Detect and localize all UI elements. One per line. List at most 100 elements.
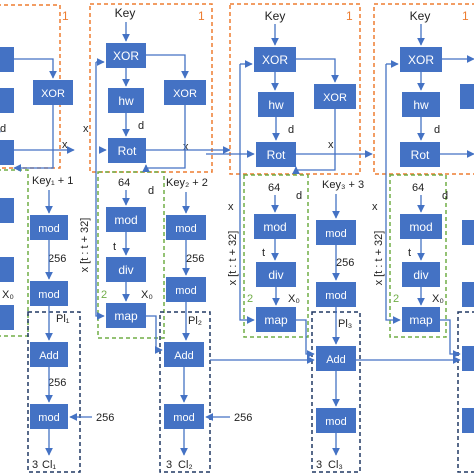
stage3-box [457,311,474,473]
div-block [256,262,296,287]
map-block [402,307,440,332]
add-block-label: Add [174,350,194,362]
mod-block-3-label: mod [325,416,346,428]
n256-label: 256 [336,257,354,269]
div-block [0,257,14,282]
mod-block-3-label: mod [173,412,194,424]
unit-2: 1 Key XOR hw d Rot XOR x x 64 d mod t di… [206,3,373,473]
d-label: d [138,120,144,132]
xor-block-side-label: XOR [173,88,197,100]
map-block [256,307,296,332]
mod-block-2 [30,281,68,306]
mod-block-2-label: mod [175,285,196,297]
map-block-label: map [114,309,138,323]
stage1-number: 1 [198,9,205,23]
d-label-2: d [148,185,154,197]
cl-label: Cl₂ [178,459,193,471]
unit-0: 1 XOR d x X₀ Key₁ + 1 mod 256 mod Pl₁ Ad… [0,4,114,473]
mod-block-2-label: mod [325,290,346,302]
hw-block-label: hw [268,98,284,112]
unit-1: 1 Key XOR hw d Rot XOR x x 64 d mod t di… [8,3,252,473]
rot-block [400,142,440,167]
stage2-number: 2 [393,293,399,305]
stage1-number: 1 [462,9,469,23]
x-label: x [228,201,234,213]
mod-block-a-label: mod [114,213,137,227]
stage2-box [0,169,29,337]
x0-label: X₀ [2,289,14,301]
mod-block-label: mod [38,223,59,235]
x0-label: X₀ [141,289,153,301]
hw-block-label: hw [413,98,429,112]
xor-block [106,43,146,68]
mod-block-3 [316,408,356,433]
stage2-number: 2 [101,289,107,301]
d-label-2: d [442,190,448,202]
xor-block-label: XOR [408,53,434,67]
x-label-2: x [328,139,334,151]
xor-block-side [460,84,474,109]
div-block-label: div [268,268,283,282]
mod-block-a [106,207,146,232]
stage1-number: 1 [62,9,69,23]
x0-label: X₀ [288,293,300,305]
mod-block-2 [462,282,474,307]
x0-label: X₀ [432,293,444,305]
div-block-label: div [413,268,428,282]
mod-block-a-label: mod [263,220,286,234]
x-label: x [83,123,89,135]
xor-block [400,47,442,72]
mod-block-a [400,214,442,239]
n256-label-3: 256 [96,412,114,424]
mod-block [166,215,206,240]
n256-label: 256 [186,253,204,265]
xor-block-side [314,84,356,109]
mod-block-2 [166,277,206,302]
add-block-label: Add [39,350,59,362]
x-label: x [372,201,378,213]
add-block [30,342,68,367]
n64-label: 64 [268,182,280,194]
map-block [106,303,146,328]
xor-block-label: XOR [262,53,288,67]
mod-block [462,220,474,245]
stage3-box [27,311,81,473]
div-block-label: div [118,263,133,277]
div-block [106,257,146,282]
mod-block-label: mod [325,228,346,240]
add-block [462,346,474,371]
stage2-box [389,174,447,338]
hw-block [258,92,294,117]
xor-block [254,47,296,72]
xor-block-label: XOR [113,49,139,63]
stage3-number: 3 [32,459,38,471]
n64-label: 64 [118,177,130,189]
n256-label: 256 [48,253,66,265]
d-label: d [434,124,440,136]
x-window-label: x [t : t + 32] [79,218,91,273]
mod-block [30,215,68,240]
key-plus-label: Key₂ + 2 [166,177,208,189]
key-label: Key [265,9,286,23]
stage3-box [159,311,211,473]
hw-block [402,92,440,117]
rot-block [256,142,296,167]
xor-block-side-label: XOR [323,92,347,104]
rot-block [0,140,14,165]
d-label: d [288,124,294,136]
xor-block-side [33,80,73,105]
x-label: x [62,139,68,151]
mod-block-label: mod [175,223,196,235]
map-block-label: map [264,313,288,327]
add-block [316,346,356,371]
key-plus-label: Key₃ + 3 [322,179,364,191]
mod-block-3 [164,404,204,429]
stage2-box [243,174,309,338]
mod-block-a-label: mod [409,220,432,234]
pl-label: Pl₃ [338,318,352,330]
x-window-label: x [t : t + 32] [227,231,239,286]
mod-block-a [0,198,14,223]
unit-3: 1 Key XOR hw d Rot x 64 d mod t div X₀ m… [210,3,474,473]
add-block [164,342,204,367]
